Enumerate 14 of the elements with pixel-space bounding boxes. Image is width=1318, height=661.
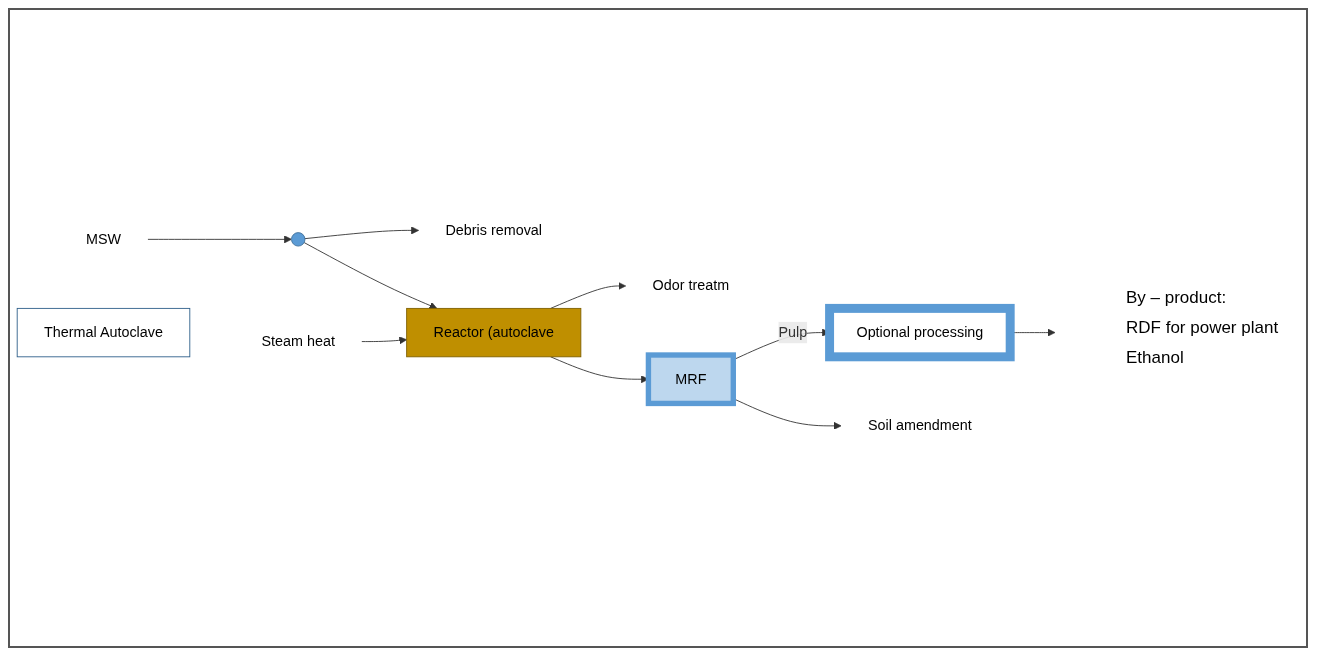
node-text: Odor treatm xyxy=(652,277,730,294)
note-text: By – product: xyxy=(1126,288,1228,308)
node-text: MSW xyxy=(85,231,122,247)
node-text: Soil amendment xyxy=(868,417,972,433)
node-box: MRF xyxy=(645,352,736,406)
node-box: Optional processing xyxy=(825,303,1015,362)
node-circle xyxy=(291,232,306,247)
note-text: RDF for power plant xyxy=(1126,318,1280,338)
node-text: Steam heat xyxy=(261,333,335,349)
node-text: Debris removal xyxy=(445,222,542,238)
node-box: Reactor (autoclave xyxy=(406,307,582,358)
note-text: Ethanol xyxy=(1126,348,1185,368)
node-box: Thermal Autoclave xyxy=(16,307,191,358)
edge-label: Pulp xyxy=(778,324,808,340)
